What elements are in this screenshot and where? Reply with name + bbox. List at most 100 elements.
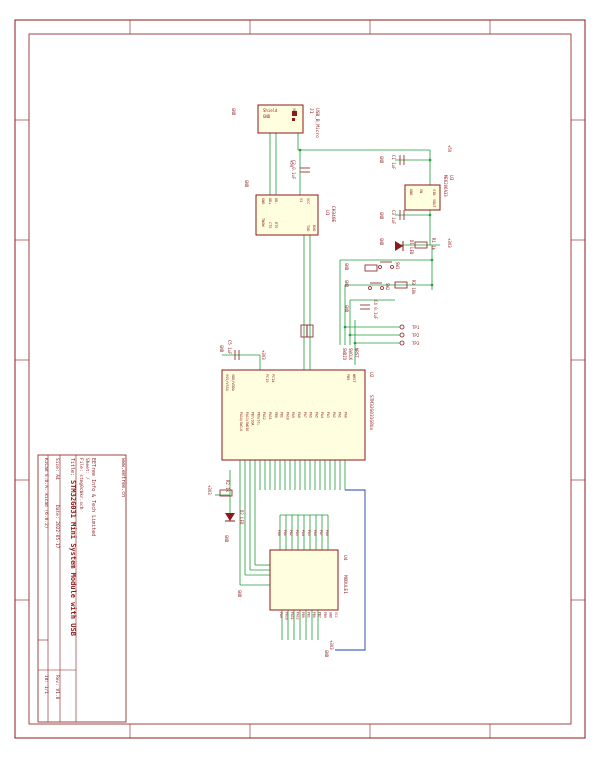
u4-value: MODULE1 (342, 575, 348, 594)
u4-pin-bottom-8: PB9 (323, 612, 327, 618)
u2-pin-bottom-2: PB7/SDA (251, 412, 255, 426)
u4-pin-top-8: PA8 (325, 530, 329, 536)
u3-pin-gnd: GND (409, 189, 413, 195)
u4-pin-top-2: PA2 (289, 530, 293, 536)
u2-value: STM32G031G8Ux (368, 395, 374, 431)
u4-pin-bottom-2: PA11 (290, 612, 294, 620)
u2-pin-bottom-4: PA12 (262, 412, 266, 420)
pwr-3v3-3: +3V3 (207, 485, 212, 495)
u1-pin-udm: UD- (274, 198, 278, 204)
pwr-3v3-2: +3V3 (261, 350, 266, 360)
label-r3: R3 10k (411, 280, 416, 295)
title-block: www.eetree.cn EETree Info & Tech Limited… (37, 454, 127, 723)
label-c4: C4 0.1uF (373, 300, 378, 320)
pwr-gnd-3: GND (379, 156, 384, 164)
u2-pin-bottom-9: PA9 (291, 412, 295, 418)
u4-pin-top-6: PA6 (313, 530, 317, 536)
net-nrst: NRST (354, 348, 359, 358)
leds (225, 241, 404, 522)
pwr-5v-2: +5V (289, 160, 294, 168)
label-r1: R1 1k (431, 238, 436, 251)
j1-pin-gnd: GND (263, 114, 271, 119)
u1-pin-cts: CTS (268, 222, 272, 228)
u4-pin-bottom-1: PA10 (285, 612, 289, 620)
label-tp3: TP3 (412, 341, 420, 346)
u4-pin-bottom-10: VCC (334, 612, 338, 618)
pwr-gnd-9: GND (219, 345, 224, 353)
u2-pin-bottom-16: PA2 (332, 412, 336, 418)
pwr-gnd-4: GND (379, 212, 384, 220)
label-tp1: TP1 (412, 325, 420, 330)
u2-pin-nrst: NRST (352, 374, 356, 383)
pwr-gnd-8: GND (344, 305, 349, 313)
pwr-3v3-1: +3V3 (447, 238, 452, 248)
tb-website: www.eetree.cn (120, 458, 126, 497)
junctions (298, 148, 434, 345)
u4-pin-bottom-5: PB1 (307, 612, 311, 618)
net-swclk: SWCLK (348, 348, 353, 361)
u1-value: CH340E (330, 206, 336, 223)
wires (215, 118, 440, 640)
tb-date: Date: 2022-05-17 (54, 505, 60, 549)
u2-pin-bottom-12: PA6 (309, 412, 313, 418)
u2-pin-vdd: VDD/VDDA (231, 374, 235, 392)
u1-pin-gnd: GND (261, 198, 265, 204)
j1-pin-shield: Shield (263, 108, 278, 113)
ic-u3-ldo: U3 ME6206A33 VIN EN GND VOUT (404, 175, 454, 211)
label-c3: C3 1uF (391, 210, 396, 225)
label-tp2: TP2 (412, 333, 420, 338)
u4-pin-top-1: PA1 (283, 530, 287, 536)
u4-pin-top-5: PA5 (307, 530, 311, 536)
pwr-gnd-2: GND (244, 180, 249, 188)
u4-pin-top-3: PA3 (295, 530, 299, 536)
label-c1: C1 1uF (391, 155, 396, 170)
component-labels: D1 LED R1 1k R3 10k SW1 SW2 C4 0.1uF C1 … (225, 155, 436, 525)
sheet-outer-border (14, 19, 586, 739)
border-ticks (15, 20, 585, 738)
u2-pin-bottom-1: PA13/SWDIO (245, 412, 249, 431)
u2-pin-bottom-0: PA14/SWCLK (239, 412, 243, 431)
u2-pin-vss: VSS/VSSA (225, 374, 229, 392)
tb-title: STM32G031 Mini System Module with USB (69, 480, 77, 636)
u1-pin-rxd: RXD (312, 225, 316, 231)
power-symbols: GND GND GND GND GND GND GND GND GND GND … (207, 108, 452, 658)
u2-pin-pc15: PC15 (265, 374, 269, 382)
u2-pin-bottom-6: PB0 (274, 412, 278, 418)
usb-connector-j1: J1 USB_B_Micro Shield GND VBUS (257, 104, 320, 138)
u2-pin-bottom-17: PA1 (338, 412, 342, 418)
u2-pin-bottom-7: PB1 (280, 412, 284, 418)
tb-file: File: stmg0cbkr.sch (78, 458, 84, 510)
pwr-gnd-7: GND (344, 280, 349, 288)
u3-pin-en: EN (419, 189, 423, 193)
u2-pin-bottom-13: PA5 (314, 412, 318, 418)
u1-pin-rts: RTS (274, 222, 278, 228)
tb-company: EETree Info & Tech Limited (90, 458, 96, 536)
pwr-gnd-5: GND (379, 238, 384, 246)
tb-kicad: KiCad E.D.A. kicad (6.0.2) (43, 458, 49, 528)
u4-pin-bottom-0: PA9 (279, 612, 283, 618)
tb-rev: Rev: V1.0 (54, 675, 60, 700)
u4-pin-top-0: PA0 (277, 530, 281, 536)
u1-pin-udp: UD+ (268, 198, 272, 204)
passives (219, 155, 428, 497)
net-swdio: SWDIO (342, 348, 347, 361)
u4-pin-bottom-7: PB7 (318, 612, 322, 618)
u2-pin-bottom-11: PA7 (303, 412, 307, 418)
u2-pin-bottom-18: PA0 (343, 412, 347, 418)
label-c5: C5 1uF (227, 340, 232, 355)
tb-id: Id: 1/1 (43, 675, 49, 694)
u3-value: ME6206A33 (443, 175, 448, 197)
label-c2: C2 0.1uF (291, 160, 296, 180)
u2-ref: U2 (368, 372, 374, 378)
u4-pin-bottom-3: PA12 (296, 612, 300, 620)
u4-pin-bottom-6: PB6 (312, 612, 316, 618)
test-points (399, 324, 405, 346)
j1-value: USB_B_Micro (314, 108, 320, 138)
u2-pin-bottom-15: PA3 (326, 412, 330, 418)
pwr-gnd-11: GND (237, 590, 242, 598)
pwr-5v-1: +5V (447, 145, 452, 153)
u1-pin-tnow: TNOW (261, 218, 265, 227)
u2-pin-bottom-8: PA10 (285, 412, 289, 420)
